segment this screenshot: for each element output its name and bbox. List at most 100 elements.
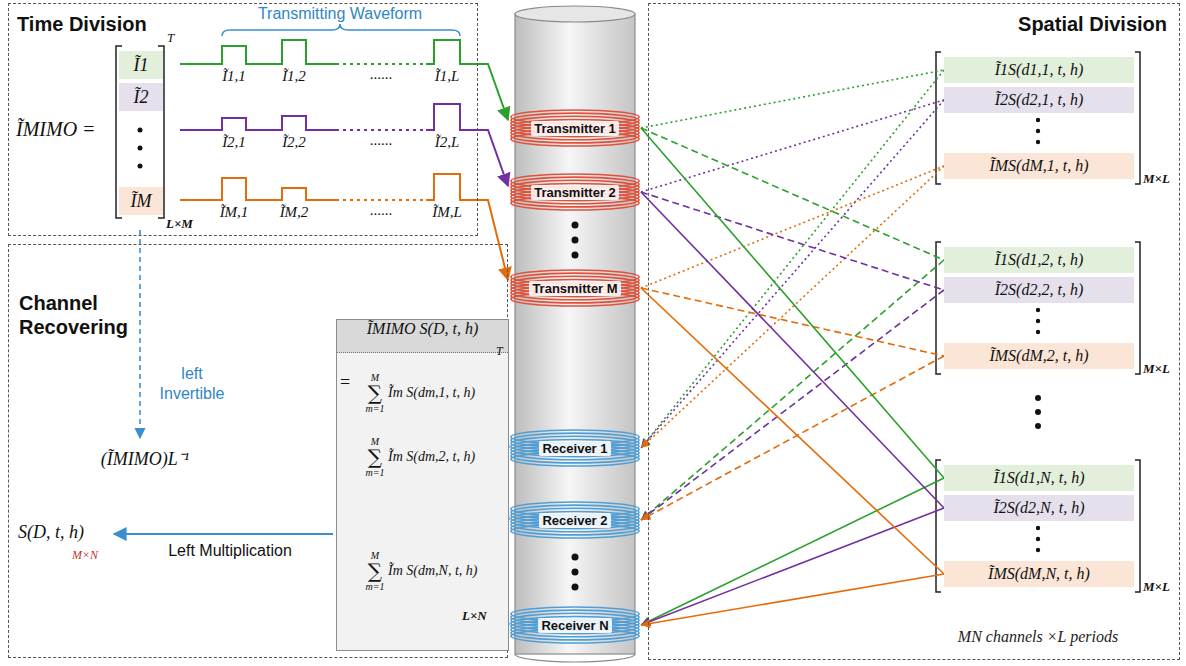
ellipsis-dots (1036, 140, 1040, 144)
channel-count-note: MN channels ×L periods (958, 628, 1118, 646)
node-text: Ĩ1 (134, 55, 149, 76)
node-text: ĨMS(dM,1, t, h) (989, 157, 1088, 175)
channel-row: Ĩ1S(d1,2, t, h) (944, 247, 1134, 273)
node-text: Ĩ2 (134, 87, 149, 108)
node-text: M×L (1143, 361, 1170, 377)
channel-matrix: M×LĨ1S(d1,2, t, h)Ĩ2S(d2,2, t, h)ĨMS(dM,… (936, 243, 1141, 375)
multiplication-arrow (114, 533, 333, 535)
node-text: M×L (1143, 171, 1170, 187)
sum-symbol: M∑m=1 (364, 550, 386, 592)
ellipsis-dots (138, 146, 143, 151)
node-text: Ĩ1S(d1,N, t, h) (993, 469, 1084, 487)
channel-row: Ĩ2S(d2,N, t, h) (944, 495, 1134, 521)
ellipsis-dots (1035, 395, 1041, 401)
dimension-label: L×M (166, 216, 193, 232)
channel-row: Ĩ1S(d1,N, t, h) (944, 465, 1134, 491)
signal-path (641, 192, 944, 508)
received-matrix-box: ĨMIMO S(D, t, h)M∑m=1Ĩm S(dm,1, t, h)M∑m… (336, 319, 509, 651)
matrix-brackets (936, 52, 1140, 184)
pulse-ellipsis: ...... (370, 202, 393, 219)
signal-path (641, 70, 944, 448)
ellipsis-dots (1036, 537, 1040, 541)
ellipsis-dots (1035, 423, 1041, 429)
node-text: Ĩ2S(d2,1, t, h) (995, 91, 1083, 109)
coil-windings (511, 110, 639, 643)
arrowhead (641, 512, 651, 520)
node-text: Ĩ2S(d2,2, t, h) (995, 281, 1083, 299)
ellipsis-dots (1036, 319, 1040, 323)
sum-symbol: M∑m=1 (364, 372, 386, 414)
inverse-matrix: (ĨMIMO)L⁻¹ (101, 446, 189, 470)
sum-row: M∑m=1Ĩm S(dm,1, t, h) (364, 364, 498, 422)
transpose-mark: T (496, 344, 503, 359)
node-text: Channel Recovering (19, 291, 149, 339)
dimension-label: M×N (72, 548, 98, 563)
ellipsis-dots (572, 569, 579, 576)
pulse-label: ĨM,1 (220, 204, 249, 221)
node-text: M×L (1143, 579, 1170, 595)
signal-path (641, 70, 944, 128)
signal-path (641, 192, 944, 290)
node-text: Ĩm S(dm,2, t, h) (388, 449, 475, 465)
node-text: ∑ (368, 447, 382, 467)
signal-path (641, 290, 944, 520)
recovered-channel: S(D, t, h) (18, 522, 84, 543)
node-text: Receiver 1 (539, 441, 610, 456)
waveform-brace (222, 24, 460, 36)
signal-path (641, 288, 944, 356)
pulse-label: ĨM,L (432, 204, 462, 221)
node-text: m=1 (366, 467, 385, 478)
matrix-brackets (116, 46, 164, 218)
matrix-brackets (116, 46, 1140, 604)
sum-row: M∑m=1Ĩm S(dm,N, t, h) (364, 542, 498, 600)
signal-path (641, 166, 944, 288)
transmitting-waveforms (336, 63, 426, 65)
cylinder-top (515, 6, 635, 22)
pulse-label: Ĩ2,1 (222, 134, 246, 151)
node-text: ∑ (368, 383, 382, 403)
node-text: M (371, 372, 379, 383)
node-text: Ĩ2S(d2,N, t, h) (993, 499, 1084, 517)
sum-row: M∑m=1Ĩm S(dm,2, t, h) (364, 428, 498, 486)
signal-path (641, 128, 944, 478)
node-text: Receiver N (538, 618, 611, 633)
signal-path (641, 356, 944, 520)
node-text: Transmitter M (529, 281, 620, 296)
pulse-label: Ĩ2,2 (282, 134, 306, 151)
ellipsis-dots (1035, 409, 1041, 415)
pulse-ellipsis: ...... (370, 132, 393, 149)
transmitting-waveforms (336, 129, 426, 131)
transmitter-coil: Transmitter M (509, 276, 641, 300)
node-text: Transmitter 2 (531, 185, 619, 200)
pulse-label: ĨM,2 (280, 204, 309, 221)
signal-path (641, 100, 944, 448)
receiver-coil: Receiver 2 (509, 508, 641, 532)
channel-row: Ĩ2S(d2,1, t, h) (944, 87, 1134, 113)
node-text: Receiver 2 (539, 513, 610, 528)
ellipsis-dots (138, 164, 143, 169)
signal-path (641, 260, 944, 520)
signal-path (641, 508, 944, 625)
ellipsis-dots (1036, 548, 1040, 552)
node-text: ĨMIMO S(D, t, h) (337, 320, 508, 353)
spatial-division-panel: Spatial DivisionM×LĨ1S(d1,1, t, h)Ĩ2S(d2… (648, 3, 1180, 660)
pulse-label: Ĩ1,2 (282, 68, 306, 85)
waveform-title: Transmitting Waveform (258, 5, 422, 23)
receiver-coil: Receiver N (509, 613, 641, 637)
node-text: Time Division (17, 12, 147, 36)
invert-arrow (139, 230, 141, 438)
vector-row: Ĩ1 (119, 51, 163, 79)
node-text: ∑ (368, 561, 382, 581)
cylinder (515, 6, 635, 662)
ellipsis-dots (572, 584, 579, 591)
transmitting-waveforms (180, 178, 336, 200)
signal-path (641, 478, 944, 625)
pulse-label: Ĩ1,L (435, 68, 460, 85)
pulse-label: Ĩ2,L (435, 134, 460, 151)
ellipsis-dots (1036, 526, 1040, 530)
node-text: Ĩ1S(d1,1, t, h) (995, 61, 1083, 79)
node-text: Ĩm S(dm,1, t, h) (388, 385, 475, 401)
ellipsis-dots (572, 554, 579, 561)
node-text: M (371, 550, 379, 561)
